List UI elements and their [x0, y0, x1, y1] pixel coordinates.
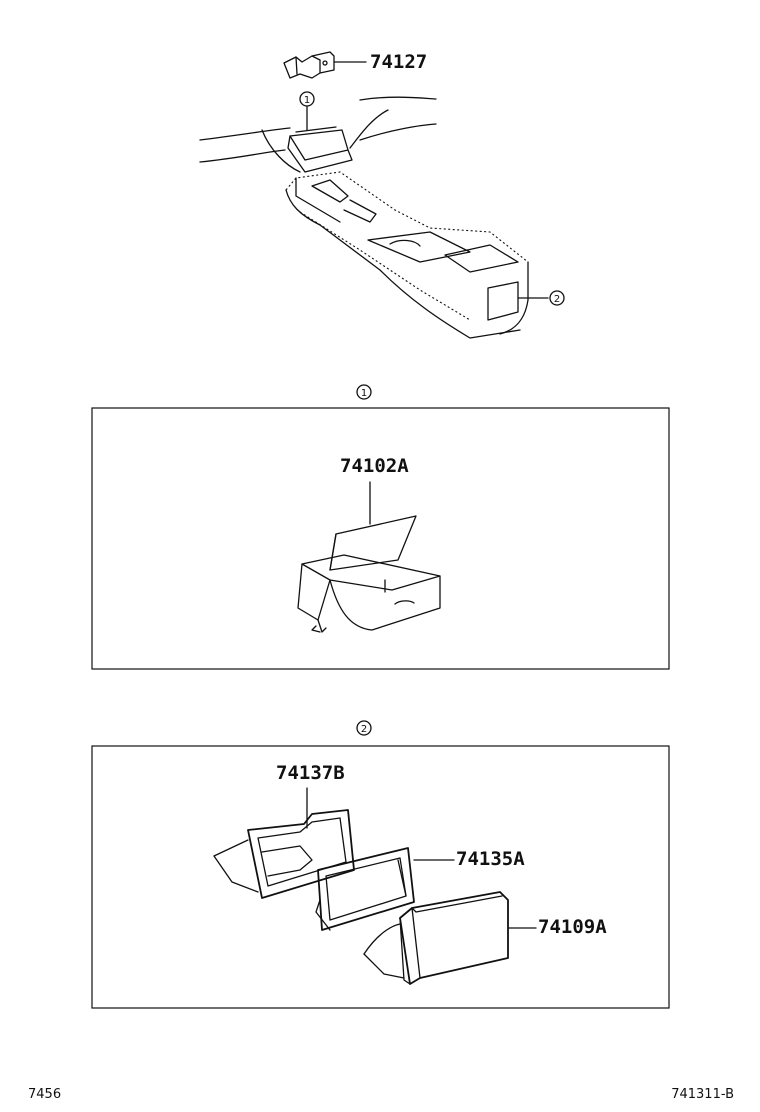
section-1-frame — [91, 407, 670, 670]
footer-left-code: 7456 — [28, 1087, 61, 1102]
part-number-74102A: 74102A — [340, 455, 409, 477]
callout-2-section: 2 — [356, 720, 372, 736]
callout-1-section: 1 — [356, 384, 372, 400]
callout-2-top: 2 — [549, 290, 565, 306]
bezel-74137B-part — [213, 809, 355, 899]
ashtray-74102A-part — [297, 515, 441, 633]
part-number-74137B: 74137B — [276, 762, 345, 784]
part-number-74109A: 74109A — [538, 916, 607, 938]
part-number-74135A: 74135A — [456, 848, 525, 870]
callout-1-top-label: 1 — [304, 95, 310, 106]
box-74109A-part — [363, 891, 509, 985]
center-console — [285, 171, 529, 339]
footer-right-code: 741311-B — [671, 1087, 734, 1102]
frame-74135A-part — [315, 847, 415, 931]
clip-74127-part — [283, 51, 335, 79]
callout-1-top: 1 — [299, 91, 315, 107]
ashtray-in-dash — [287, 126, 353, 173]
section-2-frame — [91, 745, 670, 1009]
callout-2-top-label: 2 — [554, 294, 560, 305]
part-number-74127: 74127 — [370, 51, 427, 73]
callout-2-section-label: 2 — [361, 724, 367, 735]
overview-illustration — [199, 51, 549, 339]
callout-1-section-label: 1 — [361, 388, 367, 399]
